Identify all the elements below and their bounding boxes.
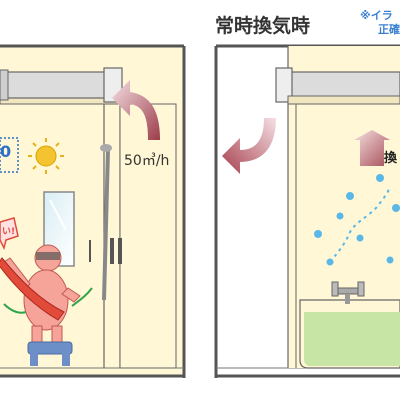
left-duct-end — [0, 69, 9, 101]
left-door-handle — [110, 238, 114, 264]
left-duct — [0, 71, 113, 99]
left-door-handle-2 — [118, 238, 122, 264]
note-line-2: 正確 — [378, 23, 400, 36]
bath-stool-leg-right — [62, 352, 70, 366]
airflow-label: 50㎥/h — [124, 153, 170, 169]
speech-bubble — [0, 217, 19, 251]
mirror-shine — [49, 199, 67, 231]
vapor-dots — [314, 174, 400, 266]
shower-head — [100, 144, 112, 152]
speech-bubble-text: い! — [2, 227, 16, 237]
right-airflow-arrow — [222, 118, 276, 174]
temperature-label: 0 — [0, 142, 12, 161]
faucet-icon — [331, 281, 365, 304]
note-line-1: ※イラ — [360, 9, 393, 22]
right-duct — [287, 71, 400, 99]
page-title: 常時換気時 — [215, 15, 311, 37]
right-panel — [214, 44, 400, 378]
temperature-display-box — [0, 137, 19, 173]
right-up-arrow — [354, 130, 390, 166]
sun-icon — [28, 138, 64, 174]
left-panel — [0, 44, 186, 378]
bathtub-water — [304, 312, 400, 366]
shower-bar — [102, 149, 110, 301]
right-duct-ceiling — [287, 95, 400, 105]
vapor-trail — [329, 185, 391, 263]
person-illustration — [0, 244, 93, 349]
bath-stool-leg-left — [30, 352, 38, 366]
bath-stool — [27, 341, 73, 355]
right-duct-fan — [275, 67, 293, 103]
left-door — [119, 103, 177, 369]
left-airflow-arrow — [112, 80, 160, 140]
ventilation-badge-label: 換 — [384, 151, 398, 166]
